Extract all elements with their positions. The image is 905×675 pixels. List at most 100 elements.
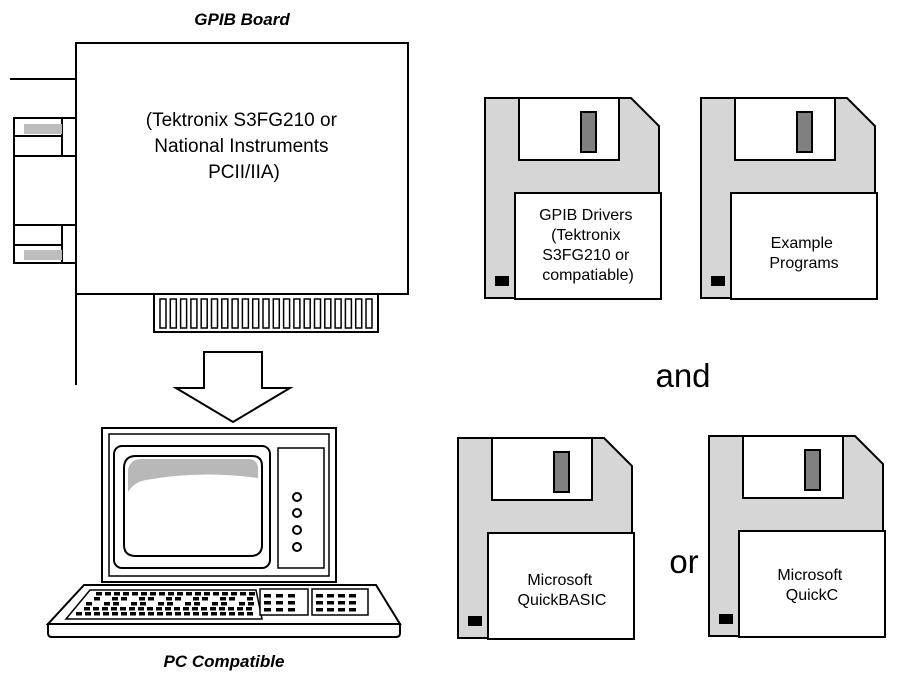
key bbox=[231, 592, 237, 596]
keyboard-keys bbox=[76, 592, 356, 616]
key bbox=[288, 601, 295, 605]
key bbox=[327, 601, 334, 605]
edge-pin bbox=[282, 298, 291, 329]
control-knob-icon bbox=[292, 525, 302, 535]
board-caption: GPIB Board bbox=[194, 10, 290, 29]
key bbox=[177, 592, 183, 596]
floppy-disk-icon bbox=[708, 435, 886, 638]
key bbox=[213, 592, 219, 596]
key bbox=[186, 592, 192, 596]
board-edge-pins bbox=[159, 298, 373, 329]
key bbox=[150, 592, 156, 596]
key bbox=[249, 592, 255, 596]
edge-pin bbox=[221, 298, 229, 329]
key bbox=[123, 592, 129, 596]
key bbox=[157, 612, 163, 616]
key bbox=[167, 602, 173, 606]
monitor-screen bbox=[123, 455, 263, 557]
key bbox=[114, 592, 120, 596]
key bbox=[94, 597, 100, 601]
key bbox=[202, 612, 208, 616]
key bbox=[288, 608, 295, 612]
key bbox=[201, 607, 207, 611]
key bbox=[229, 612, 235, 616]
key bbox=[166, 597, 172, 601]
edge-pin bbox=[159, 298, 167, 329]
key bbox=[105, 592, 111, 596]
gpib-board-illustration: GPIB Board (Tektronix S3FG210 or Nationa… bbox=[10, 10, 409, 385]
key bbox=[349, 601, 356, 605]
key bbox=[202, 597, 208, 601]
key bbox=[237, 607, 243, 611]
board-line-1: (Tektronix S3FG210 or bbox=[146, 110, 338, 131]
screen-glare bbox=[128, 459, 258, 492]
key bbox=[338, 608, 345, 612]
pc-caption: PC Compatible bbox=[164, 652, 285, 671]
edge-pin bbox=[231, 298, 239, 329]
key bbox=[112, 597, 118, 601]
key bbox=[264, 608, 271, 612]
key bbox=[192, 607, 198, 611]
key bbox=[239, 602, 245, 606]
edge-pin bbox=[272, 298, 281, 329]
key bbox=[129, 607, 135, 611]
key bbox=[147, 607, 153, 611]
board-connector-bottom bbox=[13, 224, 76, 264]
install-arrow-icon bbox=[172, 351, 294, 424]
disk-label-quickbasic: Microsoft QuickBASIC bbox=[518, 572, 607, 609]
key bbox=[220, 597, 226, 601]
key bbox=[121, 597, 127, 601]
key bbox=[276, 608, 283, 612]
key bbox=[104, 602, 110, 606]
edge-pin bbox=[365, 298, 373, 329]
key bbox=[288, 594, 295, 598]
key bbox=[86, 602, 92, 606]
key bbox=[316, 601, 323, 605]
control-knob-icon bbox=[292, 542, 302, 552]
edge-pin bbox=[354, 298, 363, 329]
key bbox=[168, 592, 174, 596]
edge-pin bbox=[200, 298, 208, 329]
key bbox=[247, 612, 253, 616]
key bbox=[76, 612, 82, 616]
key bbox=[148, 597, 154, 601]
key bbox=[84, 607, 90, 611]
disk-label-examples: Example Programs bbox=[769, 235, 838, 272]
key bbox=[338, 601, 345, 605]
control-knob-icon bbox=[292, 492, 302, 502]
key bbox=[139, 612, 145, 616]
edge-pin bbox=[334, 298, 342, 329]
key bbox=[276, 594, 283, 598]
pc-computer-illustration: PC Compatible bbox=[45, 427, 402, 671]
key bbox=[113, 602, 119, 606]
key bbox=[112, 612, 118, 616]
key bbox=[131, 602, 137, 606]
key bbox=[228, 607, 234, 611]
key bbox=[212, 602, 218, 606]
key bbox=[220, 612, 226, 616]
edge-pin bbox=[303, 298, 311, 329]
key bbox=[120, 607, 126, 611]
key bbox=[183, 607, 189, 611]
floppy-quickc: Microsoft QuickC bbox=[708, 435, 886, 638]
key bbox=[211, 612, 217, 616]
key bbox=[338, 594, 345, 598]
or-label: or bbox=[669, 543, 698, 580]
key bbox=[327, 594, 334, 598]
key bbox=[349, 608, 356, 612]
key bbox=[193, 597, 199, 601]
floppy-example-programs: Example Programs bbox=[700, 97, 878, 300]
key bbox=[316, 594, 323, 598]
key bbox=[132, 592, 138, 596]
disk-label-quickc: Microsoft QuickC bbox=[777, 567, 846, 604]
key bbox=[111, 607, 117, 611]
board-line-2: National Instruments bbox=[154, 136, 328, 157]
board-connector-top bbox=[13, 117, 76, 157]
key bbox=[156, 607, 162, 611]
edge-pin bbox=[190, 298, 198, 329]
edge-pin bbox=[210, 298, 219, 329]
key bbox=[175, 597, 181, 601]
key bbox=[195, 592, 201, 596]
key bbox=[264, 601, 271, 605]
key bbox=[121, 612, 127, 616]
